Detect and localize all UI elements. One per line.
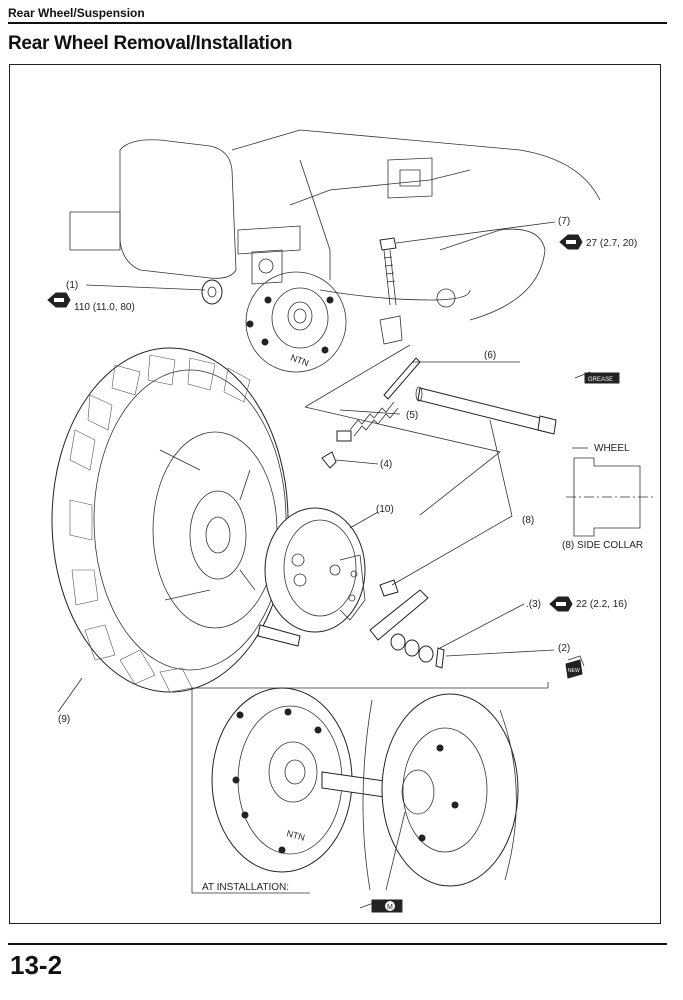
callout-7: (7)	[558, 216, 570, 227]
bolt-7	[379, 237, 403, 345]
collar-wheel-label: WHEEL	[594, 443, 630, 454]
svg-text:NTN: NTN	[285, 828, 305, 842]
callout-5: (5)	[406, 410, 418, 421]
callout-3: .(3)	[526, 599, 541, 610]
rear-tire	[51, 347, 289, 693]
torque-value-1: 110 (11.0, 80)	[74, 302, 135, 313]
new-part-badge: NEW	[565, 655, 585, 679]
moly-badge-text: M	[387, 904, 393, 911]
top-rule	[8, 22, 667, 24]
torque-icon-3	[549, 596, 573, 612]
moly-paste-badge: M	[359, 899, 403, 913]
callout-8: (8)	[522, 515, 534, 526]
leader-lines	[57, 221, 556, 713]
grease-badge-text: GREASE	[588, 377, 613, 383]
diagram-frame	[9, 64, 661, 924]
frame-body	[69, 129, 601, 321]
section-label: Rear Wheel/Suspension	[8, 6, 145, 20]
callout-2: (2)	[558, 643, 570, 654]
torque-icon-1	[47, 292, 71, 308]
grease-badge: GREASE	[574, 371, 620, 384]
inset-caption: AT INSTALLATION:	[202, 882, 289, 893]
side-collar-label: (8) SIDE COLLAR	[562, 540, 643, 551]
callout-6: (6)	[484, 350, 496, 361]
final-drive-hub: NTN	[245, 271, 347, 373]
side-collar-detail	[566, 447, 655, 537]
torque-value-7: 27 (2.7, 20)	[586, 238, 637, 249]
installation-inset: NTN	[191, 682, 549, 894]
callout-1: (1)	[66, 280, 78, 291]
callout-4: (4)	[380, 459, 392, 470]
rear-axle	[415, 386, 557, 435]
brake-panel	[264, 507, 366, 633]
spring-and-rod	[336, 357, 421, 442]
svg-text:NTN: NTN	[289, 352, 310, 368]
bottom-rule	[8, 943, 667, 945]
torque-value-3: 22 (2.2, 16)	[576, 599, 627, 610]
callout-9: (9)	[58, 714, 70, 725]
page-number: 13-2	[10, 950, 63, 980]
torque-icon-7	[559, 234, 583, 250]
new-badge-text: NEW	[568, 668, 580, 674]
axle-nut-stack	[369, 589, 445, 669]
collar-1	[201, 279, 223, 305]
callout-10: (10)	[376, 504, 394, 515]
pin-4	[321, 451, 337, 469]
page-title: Rear Wheel Removal/Installation	[8, 33, 293, 54]
